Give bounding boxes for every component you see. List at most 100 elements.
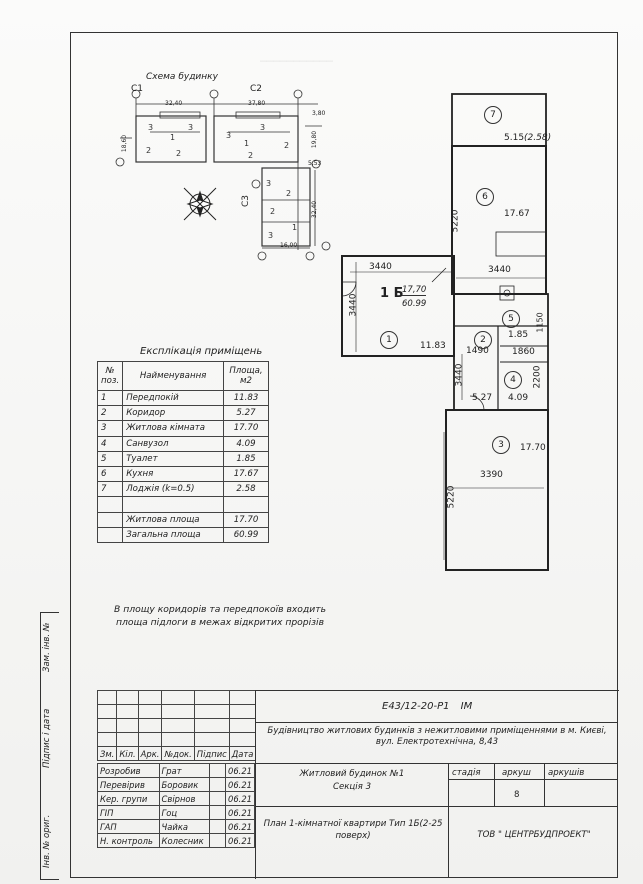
- section-label-c1: C1: [131, 84, 144, 94]
- document-code: Е43/12-20-Р1 ІМ: [382, 701, 473, 712]
- dim-room-width: 3390: [480, 470, 503, 480]
- scheme-dim: 19,80: [311, 130, 319, 149]
- apartment-type: 1 Б: [380, 286, 404, 301]
- side-label-signature: Підпис і дата: [42, 708, 52, 768]
- svg-text:2: 2: [284, 141, 289, 150]
- room-marker-4: 4: [504, 371, 522, 389]
- side-label-orig: Інв. № ориг.: [42, 814, 52, 868]
- room-area-3: 17.70: [520, 443, 546, 453]
- building-name: Житловий будинок №1: [299, 769, 405, 779]
- room-marker-3: 3: [492, 436, 510, 454]
- section-name: Секція 3: [332, 782, 372, 792]
- dim-kitchen-width: 3440: [488, 265, 511, 275]
- room-marker-7: 7: [484, 106, 502, 124]
- svg-text:1: 1: [244, 139, 249, 148]
- room-area-5: 1.85: [508, 330, 529, 340]
- side-label-replace: Зам. інв. №: [42, 622, 52, 672]
- stage-header: стадія: [452, 768, 481, 778]
- dim-bath-depth: 2200: [532, 365, 543, 389]
- room-marker-1: 1: [380, 331, 398, 349]
- svg-text:1: 1: [170, 133, 175, 142]
- room-area-1: 11.83: [420, 341, 446, 351]
- scheme-dim: 3,80: [312, 110, 326, 117]
- dim-kitchen-depth: 5220: [450, 209, 461, 233]
- section-label-c3: C3: [241, 194, 252, 208]
- svg-text:2: 2: [248, 151, 253, 160]
- room-area-6: 17.67: [504, 209, 530, 219]
- dim-corridor: 1490: [466, 346, 489, 356]
- section-label-c2: C2: [250, 84, 263, 94]
- building-scheme: [115, 89, 331, 261]
- scheme-dim: 32,40: [165, 100, 183, 107]
- sheets-header: аркушів: [548, 768, 585, 778]
- svg-text:2: 2: [176, 149, 181, 158]
- svg-text:2: 2: [286, 189, 291, 198]
- table-row: [96, 496, 269, 513]
- dim-hall-depth: 3440: [348, 293, 359, 317]
- svg-text:3: 3: [266, 179, 271, 188]
- room-area-2: 5.27: [472, 393, 493, 403]
- scheme-dim: 5,53: [308, 160, 322, 167]
- project-name: Будівництво житлових будинків з нежитлов…: [267, 726, 607, 747]
- note-text: В площу коридорів та передпокоїв входить…: [113, 604, 327, 628]
- title-block: [255, 690, 619, 879]
- total-area: 60.99: [402, 299, 427, 309]
- svg-text:3: 3: [268, 231, 273, 240]
- side-strip: [40, 612, 59, 880]
- dim-toilet: 1150: [535, 312, 545, 333]
- svg-text:3: 3: [226, 131, 231, 140]
- svg-text:3: 3: [260, 123, 265, 132]
- scheme-dim: 18,60: [121, 134, 129, 153]
- svg-text:3: 3: [148, 123, 153, 132]
- svg-text:2: 2: [146, 146, 151, 155]
- dim-room-depth: 5220: [446, 485, 457, 509]
- company-name: ТОВ " ЦЕНТРБУДПРОЕКТ": [477, 830, 591, 840]
- sheet-header: аркуш: [502, 768, 531, 778]
- floor-plan-walls: [341, 93, 549, 571]
- svg-text:2: 2: [270, 207, 275, 216]
- dim-corridor-depth: 3440: [454, 363, 465, 387]
- svg-text:1: 1: [292, 223, 297, 232]
- scheme-dim: 37,80: [248, 100, 266, 107]
- room-marker-6: 6: [476, 188, 494, 206]
- bleed-through-text: ───────────: [260, 55, 333, 68]
- room-area-7: 5.15(2.58): [504, 133, 552, 143]
- explication-title: Експлікація приміщень: [140, 346, 263, 357]
- sheet-title: План 1-кімнатної квартири Тип 1Б(2-25 по…: [263, 819, 443, 841]
- sheet-number: 8: [514, 790, 520, 800]
- scheme-dim: 32,40: [311, 200, 319, 219]
- scheme-title: Схема будинку: [146, 72, 218, 82]
- room-area-4: 4.09: [508, 393, 529, 403]
- room-marker-2: 2: [474, 331, 492, 349]
- drawing-frame: [70, 32, 618, 878]
- room-marker-5: 5: [502, 310, 520, 328]
- scheme-dim: 16,00: [280, 242, 298, 249]
- dim-bath: 1860: [512, 347, 535, 357]
- dim-hall-width: 3440: [369, 262, 392, 272]
- compass-rose: [183, 187, 217, 221]
- living-area: 17,70: [402, 285, 427, 296]
- svg-text:3: 3: [188, 123, 193, 132]
